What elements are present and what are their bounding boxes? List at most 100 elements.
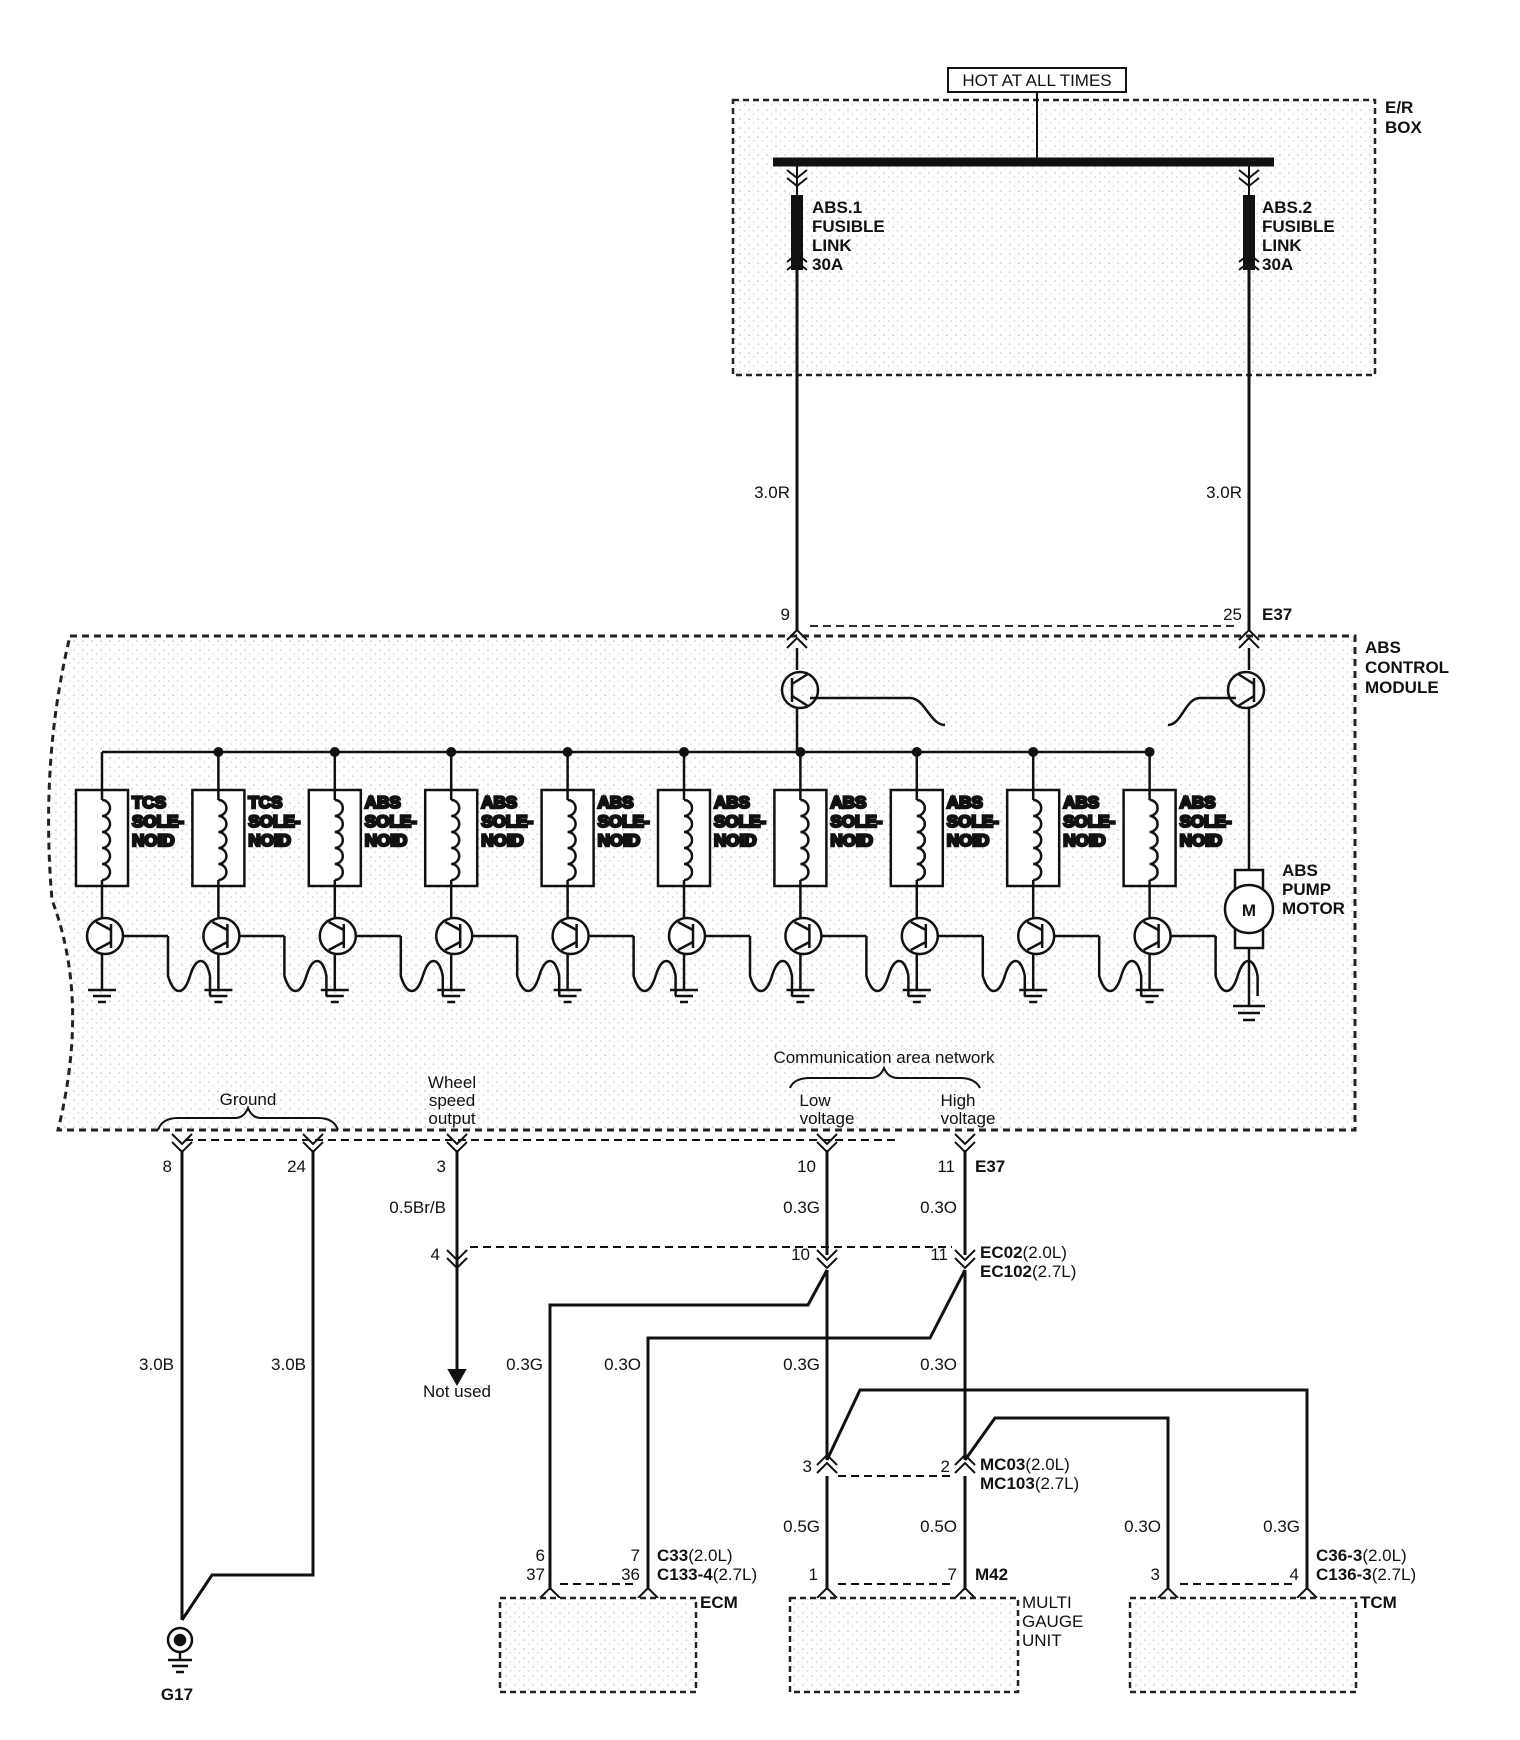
- driver-transistor: [784, 916, 823, 956]
- solenoid-coil: [218, 798, 228, 882]
- fuse1-label-4: 30A: [812, 255, 843, 274]
- driver-transistor: [85, 916, 125, 956]
- ecm-pin-36: 36: [621, 1565, 640, 1584]
- solenoid-label: ABS: [598, 793, 634, 812]
- motor-symbol: M: [1242, 901, 1256, 920]
- wire-3-0b-right: 3.0B: [271, 1355, 306, 1374]
- solenoid-label: NOID: [248, 831, 291, 850]
- connector-mc03: MC03(2.0L): [980, 1455, 1070, 1474]
- solenoid-label: NOID: [132, 831, 175, 850]
- connector-m42: M42: [975, 1565, 1008, 1584]
- driver-transistor: [900, 916, 940, 956]
- pump-label-3: MOTOR: [1282, 899, 1345, 918]
- fuse2-label-4: 30A: [1262, 255, 1293, 274]
- solenoid-label: ABS: [1180, 793, 1216, 812]
- solenoid-label: SOLE-: [598, 812, 650, 831]
- er-box-label-2: BOX: [1385, 118, 1423, 137]
- solenoid-label: ABS: [714, 793, 750, 812]
- fuse1-label-2: FUSIBLE: [812, 217, 885, 236]
- connector-ec02: EC02(2.0L): [980, 1243, 1067, 1262]
- solenoid-coil: [101, 798, 112, 882]
- wheel-speed-label-1: Wheel: [428, 1073, 476, 1092]
- wheel-speed-label-2: speed: [429, 1091, 475, 1110]
- wire-0-5g: 0.5G: [783, 1517, 820, 1536]
- solenoid-label: TCS: [132, 793, 166, 812]
- driver-transistor: [1016, 916, 1056, 956]
- wire-0-3o-c: 0.3O: [920, 1355, 957, 1374]
- solenoid-label: ABS: [830, 793, 866, 812]
- module-label-3: MODULE: [1365, 678, 1439, 697]
- wire-label-3-0r-right: 3.0R: [1206, 483, 1242, 502]
- can-label: Communication area network: [773, 1048, 995, 1067]
- solenoid-label: SOLE-: [1063, 812, 1115, 831]
- solenoid-coil: [800, 798, 810, 882]
- wire-0-3g-b: 0.3G: [506, 1355, 543, 1374]
- mgu-pin-7: 7: [948, 1565, 957, 1584]
- main-relay-transistors: [780, 648, 1266, 880]
- high-voltage-label-1: High: [941, 1091, 976, 1110]
- module-label-2: CONTROL: [1365, 658, 1449, 677]
- solenoid-label: NOID: [365, 831, 408, 850]
- not-used-label: Not used: [423, 1382, 491, 1401]
- low-voltage-label-1: Low: [799, 1091, 831, 1110]
- pin-11-ec02: 11: [930, 1245, 948, 1264]
- solenoid-label: NOID: [598, 831, 641, 850]
- wire-0-3o-d: 0.3O: [1124, 1517, 1161, 1536]
- wire-0-5o: 0.5O: [920, 1517, 957, 1536]
- solenoid-coil: [1149, 798, 1159, 882]
- label-braces: [157, 1065, 981, 1131]
- solenoid-label: SOLE-: [714, 812, 766, 831]
- wire-0-5br-b: 0.5Br/B: [389, 1198, 446, 1217]
- mgu-label-3: UNIT: [1022, 1631, 1062, 1650]
- solenoid-label: SOLE-: [947, 812, 999, 831]
- high-voltage-label-2: voltage: [941, 1109, 996, 1128]
- ecm-pin-37: 37: [526, 1565, 545, 1584]
- mgu-pin-1: 1: [809, 1565, 818, 1584]
- solenoid-coil: [683, 798, 694, 882]
- solenoid-label: TCS: [248, 793, 282, 812]
- solenoid-label: SOLE-: [1180, 812, 1232, 831]
- connector-c36-3: C36-3(2.0L): [1316, 1546, 1407, 1565]
- harness-wires: [180, 1150, 1309, 1621]
- er-box-label-1: E/R: [1385, 98, 1413, 117]
- module-bottom-connector: [171, 1133, 976, 1154]
- ground-point-g17: [166, 1626, 194, 1674]
- pin-3-mc03: 3: [803, 1457, 812, 1476]
- solenoid-label: ABS: [1063, 793, 1099, 812]
- mgu-label-2: GAUGE: [1022, 1612, 1083, 1631]
- solenoid-label: NOID: [1180, 831, 1223, 850]
- driver-transistor: [667, 916, 707, 956]
- wheel-speed-label-3: output: [428, 1109, 476, 1128]
- pin-25: 25: [1223, 605, 1242, 624]
- solenoid-label: SOLE-: [132, 812, 184, 831]
- solenoid-label: ABS: [365, 793, 401, 812]
- pin-10: 10: [797, 1157, 816, 1176]
- solenoid-coil: [567, 798, 577, 882]
- solenoid-label: NOID: [830, 831, 873, 850]
- tcm-box: [1128, 1596, 1358, 1694]
- harness-connectors: [446, 1246, 1318, 1599]
- driver-transistor: [318, 916, 358, 956]
- battery-feed-wires: [795, 270, 1251, 630]
- wire-3-0b-left: 3.0B: [139, 1355, 174, 1374]
- connector-mc103: MC103(2.7L): [980, 1474, 1079, 1493]
- wire-0-3g-d: 0.3G: [1263, 1517, 1300, 1536]
- connector-ec102: EC102(2.7L): [980, 1262, 1076, 1281]
- fuse2-label-2: FUSIBLE: [1262, 217, 1335, 236]
- hot-at-all-times-label: HOT AT ALL TIMES: [962, 71, 1111, 90]
- driver-transistor: [202, 916, 241, 956]
- connector-e37-bottom: E37: [975, 1157, 1005, 1176]
- mgu-label-1: MULTI: [1022, 1593, 1072, 1612]
- fuse1-label-3: LINK: [812, 236, 852, 255]
- ecm-pin-7: 7: [631, 1546, 640, 1565]
- wire-0-3g-a: 0.3G: [783, 1198, 820, 1217]
- pin-9: 9: [781, 605, 790, 624]
- driver-transistor: [434, 916, 474, 956]
- solenoid-label: NOID: [947, 831, 990, 850]
